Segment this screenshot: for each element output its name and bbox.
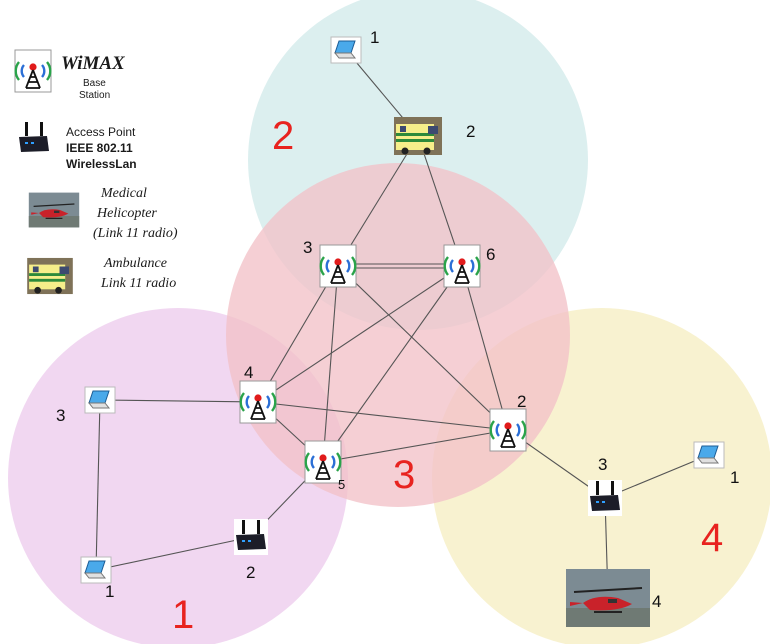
legend-wimax-icon bbox=[13, 48, 53, 94]
laptop-icon bbox=[84, 386, 116, 414]
legend-heli-line1: Medical bbox=[101, 186, 147, 201]
legend-access-point-icon bbox=[17, 121, 51, 157]
cell-1-label: 1 bbox=[172, 593, 194, 637]
laptop-icon bbox=[693, 441, 725, 469]
legend-amb-line2: Link 11 radio bbox=[101, 276, 177, 291]
node-label: 4 bbox=[652, 592, 661, 611]
node-label: 2 bbox=[246, 563, 255, 582]
cell-2-label: 2 bbox=[272, 114, 294, 158]
node-label: 1 bbox=[370, 28, 379, 47]
legend-ap-line1: Access Point bbox=[66, 125, 136, 139]
laptop-icon bbox=[330, 36, 362, 64]
legend bbox=[13, 48, 80, 295]
wimax-tower-icon bbox=[442, 243, 482, 289]
node-label: 1 bbox=[105, 582, 114, 601]
node-label: 2 bbox=[466, 122, 475, 141]
cell-4-label: 4 bbox=[701, 516, 723, 560]
cell-3-label: 3 bbox=[393, 453, 415, 497]
access-point-icon bbox=[234, 519, 268, 555]
node-label: 2 bbox=[517, 392, 526, 411]
node-label: 3 bbox=[56, 406, 65, 425]
legend-wimax-title: WiMAX bbox=[61, 53, 125, 74]
node-label: 5 bbox=[338, 477, 345, 492]
node-label: 6 bbox=[486, 245, 495, 264]
legend-ap-line2: IEEE 802.11 bbox=[66, 141, 133, 155]
wimax-tower-icon bbox=[303, 439, 343, 485]
wimax-tower-icon bbox=[318, 243, 358, 289]
wimax-tower-icon bbox=[238, 379, 278, 425]
wimax-tower-icon bbox=[488, 407, 528, 453]
node-label: 3 bbox=[598, 455, 607, 474]
legend-heli-line3: (Link 11 radio) bbox=[93, 226, 178, 241]
laptop-icon bbox=[80, 556, 112, 584]
node-label: 4 bbox=[244, 363, 253, 382]
legend-wimax-sub2: Station bbox=[79, 90, 111, 101]
legend-wimax-sub1: Base bbox=[83, 78, 106, 89]
access-point-icon bbox=[588, 480, 622, 516]
legend-ambulance-icon bbox=[27, 257, 73, 295]
ambulance-icon bbox=[394, 117, 442, 155]
legend-helicopter-icon bbox=[28, 192, 80, 228]
legend-heli-line2: Helicopter bbox=[97, 206, 157, 221]
helicopter-icon bbox=[565, 568, 651, 628]
legend-amb-line1: Ambulance bbox=[104, 256, 167, 271]
node-label: 3 bbox=[303, 238, 312, 257]
legend-ap-line3: WirelessLan bbox=[66, 157, 137, 171]
node-label: 1 bbox=[730, 468, 739, 487]
cell-3-circle bbox=[226, 163, 570, 507]
